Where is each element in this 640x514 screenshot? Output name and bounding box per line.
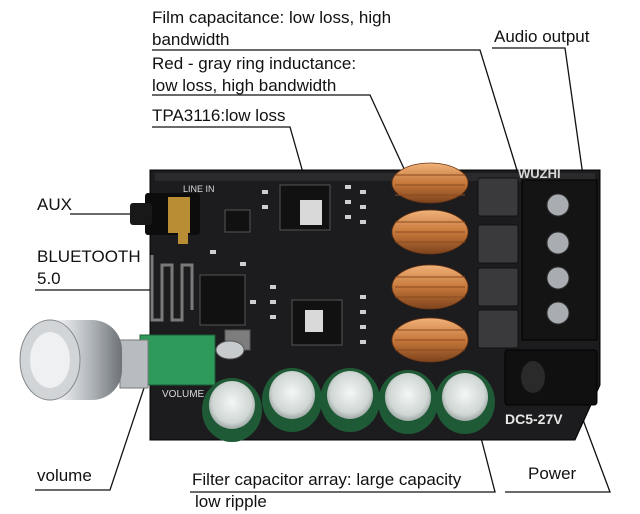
coil-windings — [395, 174, 465, 351]
bluetooth-label-line1: BLUETOOTH — [37, 247, 141, 266]
smd-components — [210, 185, 366, 344]
film-capacitors — [477, 177, 519, 349]
volume-potentiometer — [119, 334, 216, 389]
tpa3116-label: TPA3116:low loss — [152, 106, 286, 125]
bluetooth-label-line2: 5.0 — [37, 269, 61, 288]
volume-knob — [19, 319, 122, 401]
film-capacitance-label-line1: Film capacitance: low loss, high — [152, 8, 392, 27]
filter-capacitor-label-line1: Filter capacitor array: large capacity — [192, 470, 462, 489]
pointer-lines — [35, 47, 611, 493]
inductance-label-line1: Red - gray ring inductance: — [152, 54, 357, 73]
crystal — [215, 340, 245, 360]
line-in-mark: LINE IN — [183, 184, 215, 194]
audio-output-label: Audio output — [494, 27, 590, 46]
aux-jack — [130, 193, 200, 244]
voltage-mark: DC5-27V — [505, 411, 563, 427]
filter-capacitors — [202, 368, 495, 442]
volume-label: volume — [37, 466, 92, 485]
bluetooth-antenna — [150, 255, 194, 322]
volume-mark: VOLUME — [162, 389, 205, 400]
power-jack — [504, 349, 598, 406]
aux-label: AUX — [37, 195, 72, 214]
inductance-label-line2: low loss, high bandwidth — [152, 76, 337, 95]
power-label: Power — [528, 464, 577, 483]
inductor-coils — [391, 162, 469, 363]
film-capacitance-label-line2: bandwidth — [152, 30, 230, 49]
output-terminal-block — [521, 179, 598, 341]
filter-capacitor-label-line2: low ripple — [195, 492, 267, 511]
brand-mark: WUZHI — [518, 166, 561, 181]
